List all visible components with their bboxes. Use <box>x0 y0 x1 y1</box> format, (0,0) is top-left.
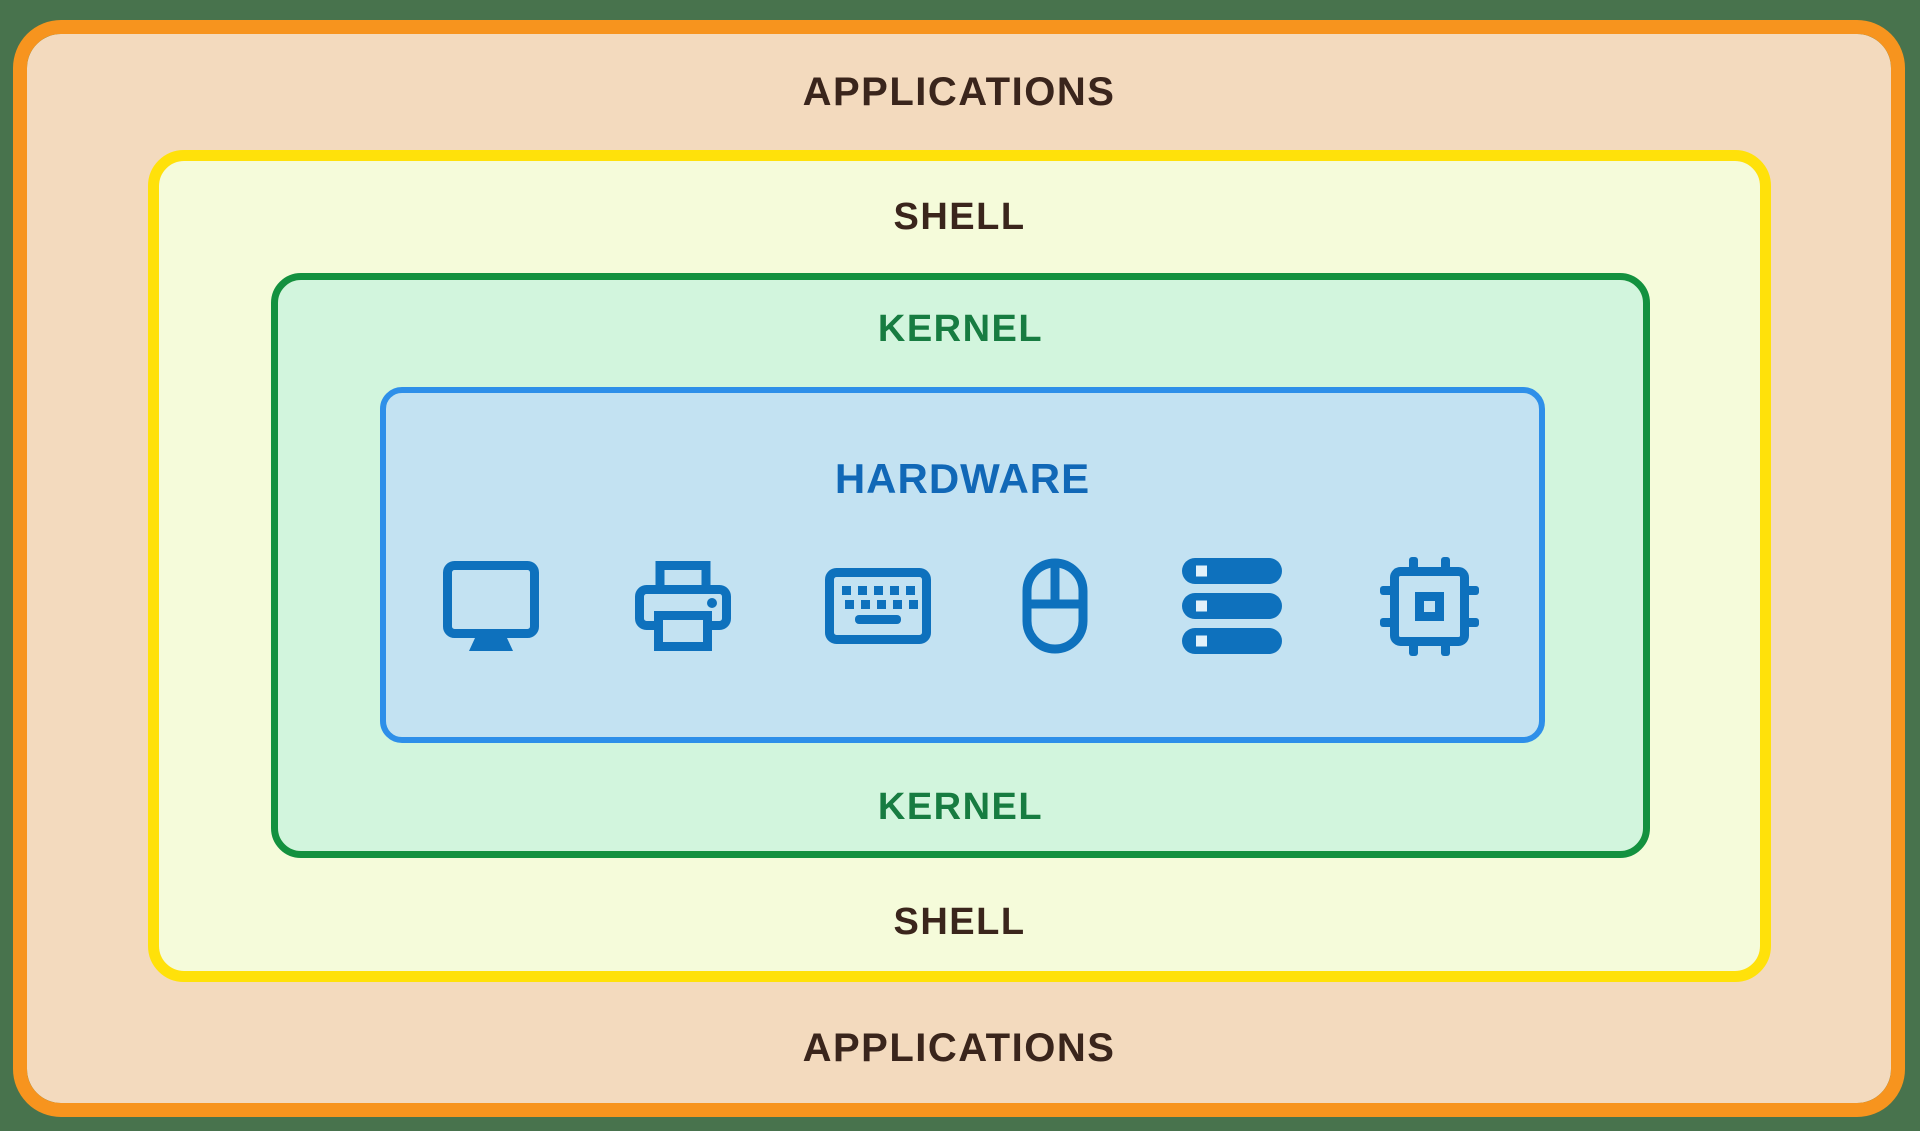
monitor-icon <box>443 561 539 651</box>
applications-label-top: APPLICATIONS <box>802 70 1116 114</box>
mouse-icon <box>1022 558 1088 654</box>
server-stack-icon <box>1182 558 1283 654</box>
kernel-layer: KERNEL KERNEL HARDWARE <box>271 273 1650 858</box>
hardware-icons-row <box>441 551 1483 661</box>
printer-icon <box>634 561 731 651</box>
kernel-label-bottom: KERNEL <box>877 786 1044 828</box>
shell-label-top: SHELL <box>893 196 1026 238</box>
keyboard-icon <box>824 568 931 644</box>
shell-layer: SHELL SHELL KERNEL KERNEL HARDWARE <box>148 150 1771 982</box>
applications-label-bottom: APPLICATIONS <box>802 1026 1116 1070</box>
hardware-layer: HARDWARE <box>380 387 1545 743</box>
kernel-label-top: KERNEL <box>877 308 1044 350</box>
hardware-label: HARDWARE <box>834 455 1091 502</box>
applications-layer: APPLICATIONS APPLICATIONS SHELL SHELL KE… <box>13 20 1905 1117</box>
cpu-chip-icon <box>1379 556 1479 656</box>
shell-label-bottom: SHELL <box>893 901 1026 943</box>
